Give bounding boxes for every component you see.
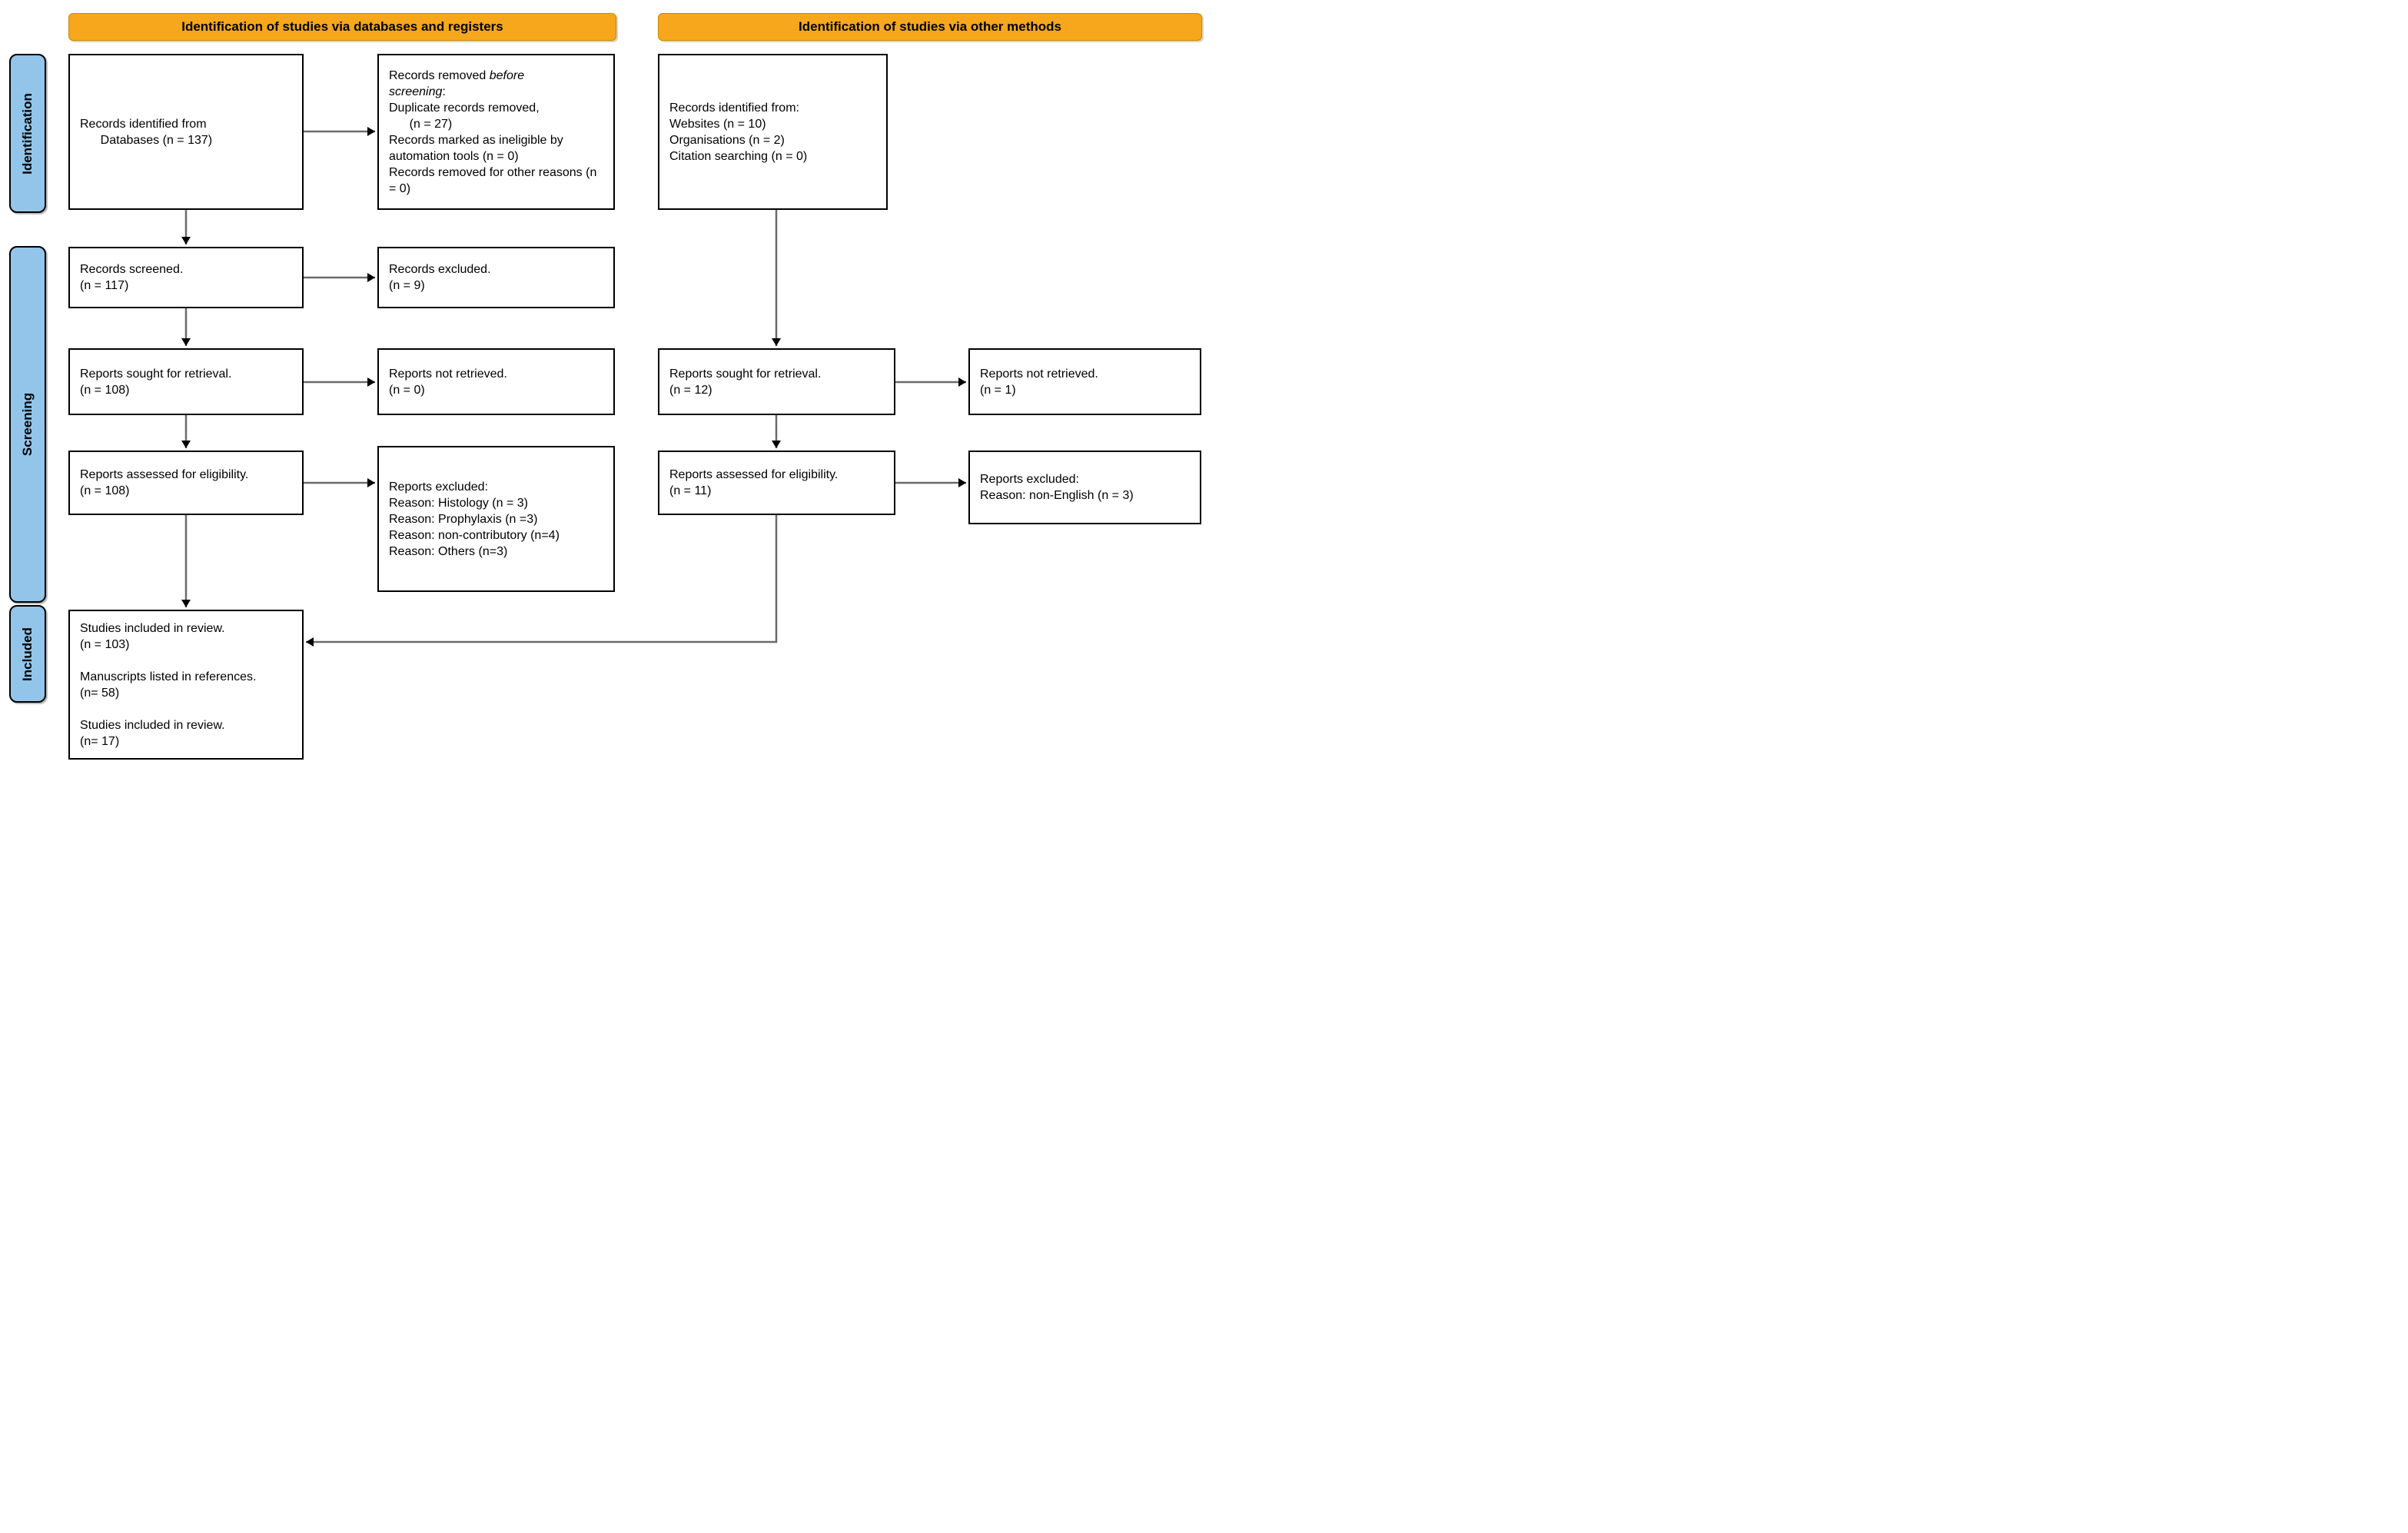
records-removed-italic-phrase: before screening [389,68,525,98]
reports-excluded-databases-text: Reports excluded: Reason: Histology (n =… [389,480,560,558]
studies-included-text: Studies included in review. (n = 103) Ma… [80,621,257,748]
stage-identification-label: Identification [20,92,35,175]
records-removed-items: Duplicate records removed, (n = 27) Reco… [389,101,597,195]
box-studies-included: Studies included in review. (n = 103) Ma… [68,610,304,760]
stage-screening: Screening [9,246,46,603]
records-identified-other-text: Records identified from: Websites (n = 1… [669,101,808,163]
reports-sought-databases-text: Reports sought for retrieval. (n = 108) [80,367,232,397]
records-identified-databases-text: Records identified from Databases (n = 1… [80,117,213,147]
box-reports-sought-databases: Reports sought for retrieval. (n = 108) [68,348,304,415]
records-removed-text: Records removed before screening: Duplic… [379,63,613,201]
stage-included-label: Included [20,627,35,681]
records-removed-suffix: : [442,85,446,98]
box-records-excluded: Records excluded. (n = 9) [377,247,615,308]
box-reports-assessed-databases: Reports assessed for eligibility. (n = 1… [68,451,304,515]
reports-excluded-other-text: Reports excluded: Reason: non-English (n… [980,473,1134,502]
box-records-screened: Records screened. (n = 117) [68,247,304,308]
reports-sought-other-text: Reports sought for retrieval. (n = 12) [669,367,822,397]
box-reports-excluded-other: Reports excluded: Reason: non-English (n… [968,451,1201,524]
box-reports-not-retrieved-databases: Reports not retrieved. (n = 0) [377,348,615,415]
box-records-identified-databases: Records identified from Databases (n = 1… [68,54,304,210]
box-reports-sought-other: Reports sought for retrieval. (n = 12) [658,348,895,415]
prisma-flow-diagram: Identification of studies via databases … [0,0,1204,766]
reports-not-retrieved-other-text: Reports not retrieved. (n = 1) [980,367,1098,397]
box-reports-excluded-databases: Reports excluded: Reason: Histology (n =… [377,446,615,592]
banner-other-methods: Identification of studies via other meth… [658,13,1202,41]
box-reports-assessed-other: Reports assessed for eligibility. (n = 1… [658,451,895,515]
reports-not-retrieved-databases-text: Reports not retrieved. (n = 0) [389,367,507,397]
banner-databases-label: Identification of studies via databases … [181,19,503,34]
box-reports-not-retrieved-other: Reports not retrieved. (n = 1) [968,348,1201,415]
box-records-removed-before-screening: Records removed before screening: Duplic… [377,54,615,210]
stage-included: Included [9,605,46,703]
records-excluded-text: Records excluded. (n = 9) [389,263,491,292]
records-removed-prefix: Records removed [389,68,490,82]
records-screened-text: Records screened. (n = 117) [80,263,184,292]
reports-assessed-other-text: Reports assessed for eligibility. (n = 1… [669,468,839,497]
stage-screening-label: Screening [20,392,35,457]
reports-assessed-databases-text: Reports assessed for eligibility. (n = 1… [80,468,249,497]
banner-databases-registers: Identification of studies via databases … [68,13,616,41]
stage-identification: Identification [9,54,46,213]
box-records-identified-other: Records identified from: Websites (n = 1… [658,54,888,210]
banner-other-label: Identification of studies via other meth… [799,19,1061,34]
